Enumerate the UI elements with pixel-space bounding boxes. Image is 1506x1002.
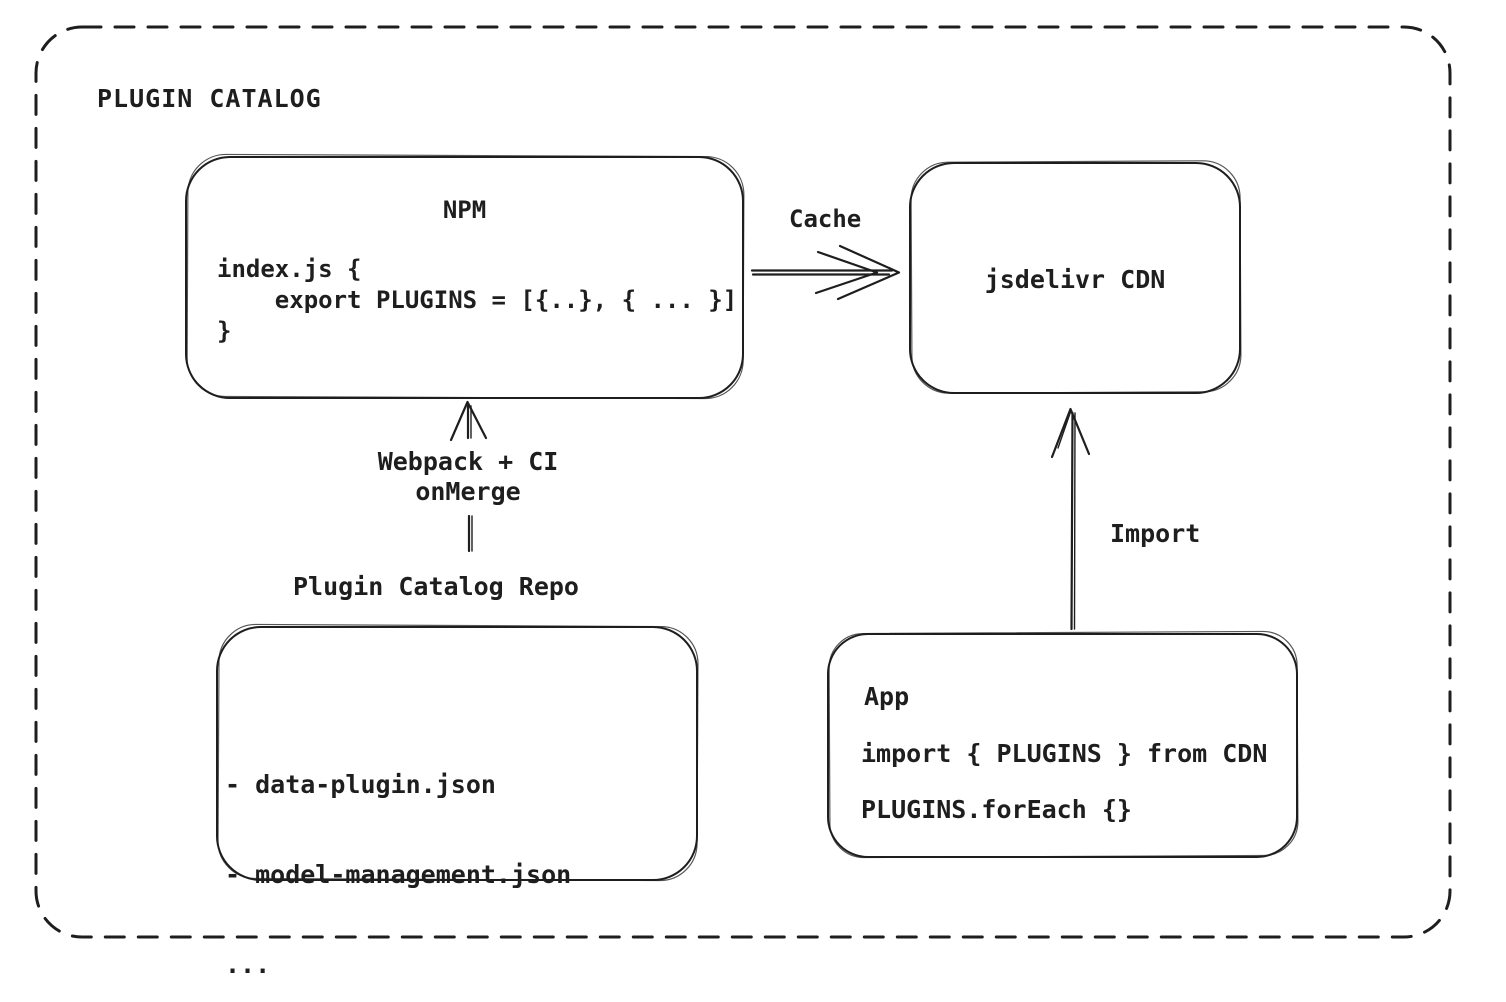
app-box-code-import: import { PLUGINS } from CDN <box>861 739 1268 768</box>
build-arrow-label: Webpack + CI onMerge <box>318 447 618 507</box>
repo-box <box>216 623 699 882</box>
repo-box-title: Plugin Catalog Repo <box>293 572 579 601</box>
npm-box <box>185 153 745 400</box>
build-arrow-label-line1: Webpack + CI <box>377 447 559 476</box>
app-box-code-foreach: PLUGINS.forEach {} <box>861 795 1132 824</box>
app-box-title: App <box>864 682 910 711</box>
npm-box-title: NPM <box>442 196 487 224</box>
build-arrow-label-line2: onMerge <box>415 477 521 506</box>
npm-box-code: index.js { export PLUGINS = [{..}, { ...… <box>217 255 738 345</box>
cache-arrow-label: Cache <box>789 205 862 233</box>
build-arrow <box>449 400 488 553</box>
repo-box-items: - data-plugin.json - model-management.js… <box>225 710 571 1002</box>
repo-item-model-management: - model-management.json <box>225 860 572 889</box>
repo-item-data-plugin: - data-plugin.json <box>225 770 496 799</box>
import-arrow-label: Import <box>1110 519 1201 548</box>
cdn-box-label: jsdelivr CDN <box>984 265 1166 294</box>
app-box <box>827 630 1299 859</box>
import-arrow <box>1050 407 1091 631</box>
cache-arrow <box>750 244 901 301</box>
repo-item-ellipsis: ... <box>225 950 271 979</box>
cdn-box <box>909 160 1242 394</box>
diagram-title: PLUGIN CATALOG <box>97 84 322 113</box>
catalog-boundary <box>34 25 1452 939</box>
